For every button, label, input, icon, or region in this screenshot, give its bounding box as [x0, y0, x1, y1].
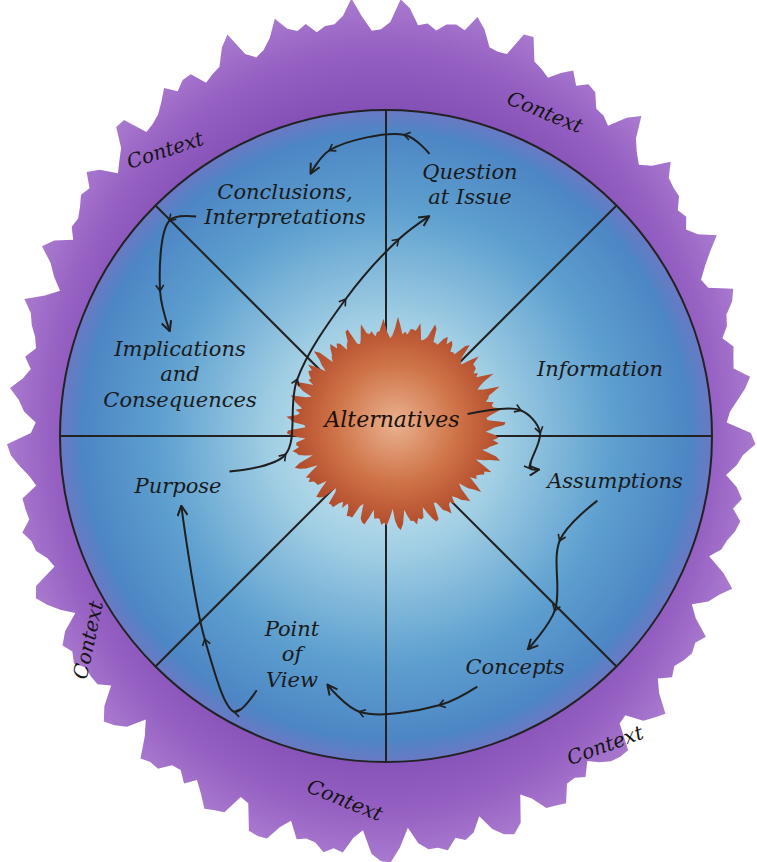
element-sector: Conclusions, Interpretations: [200, 178, 370, 232]
element-label: Implications and Consequences: [103, 337, 256, 413]
flow-arrow: [327, 685, 477, 715]
flow-arrow: [160, 216, 196, 331]
context-ring: [7, 0, 755, 862]
element-label: Point of View: [265, 617, 320, 693]
element-sector: Point of View: [261, 615, 324, 695]
element-sector: Assumptions: [543, 467, 687, 496]
element-label: Question at Issue: [422, 160, 517, 210]
flow-arrow: [528, 501, 598, 650]
flow-arrow: [181, 506, 256, 712]
flow-arrow: [229, 216, 429, 471]
element-sector: Purpose: [131, 472, 226, 501]
flow-arrow: [311, 134, 430, 174]
element-label: Information: [537, 357, 663, 382]
element-label: Alternatives: [324, 407, 459, 433]
center-blob: [286, 317, 505, 530]
element-sector: Implications and Consequences: [99, 335, 260, 415]
context-label: Context: [124, 126, 207, 173]
element-label: Purpose: [135, 474, 222, 499]
inner-disc: [60, 110, 712, 762]
element-label: Assumptions: [547, 469, 683, 494]
context-label: Context: [564, 720, 647, 770]
context-label: Context: [68, 599, 108, 682]
alternatives-core: Alternatives: [320, 405, 463, 435]
sector-lines: [60, 110, 712, 762]
element-label: Concepts: [465, 655, 564, 680]
context-label: Context: [504, 86, 587, 138]
flow-arrow: [468, 409, 541, 470]
element-sector: Information: [533, 355, 667, 384]
context-label: Context: [304, 774, 387, 826]
element-sector: Concepts: [461, 653, 568, 682]
element-sector: Question at Issue: [418, 158, 521, 212]
inner-circle-outline: [60, 110, 712, 762]
element-label: Conclusions, Interpretations: [204, 180, 366, 230]
